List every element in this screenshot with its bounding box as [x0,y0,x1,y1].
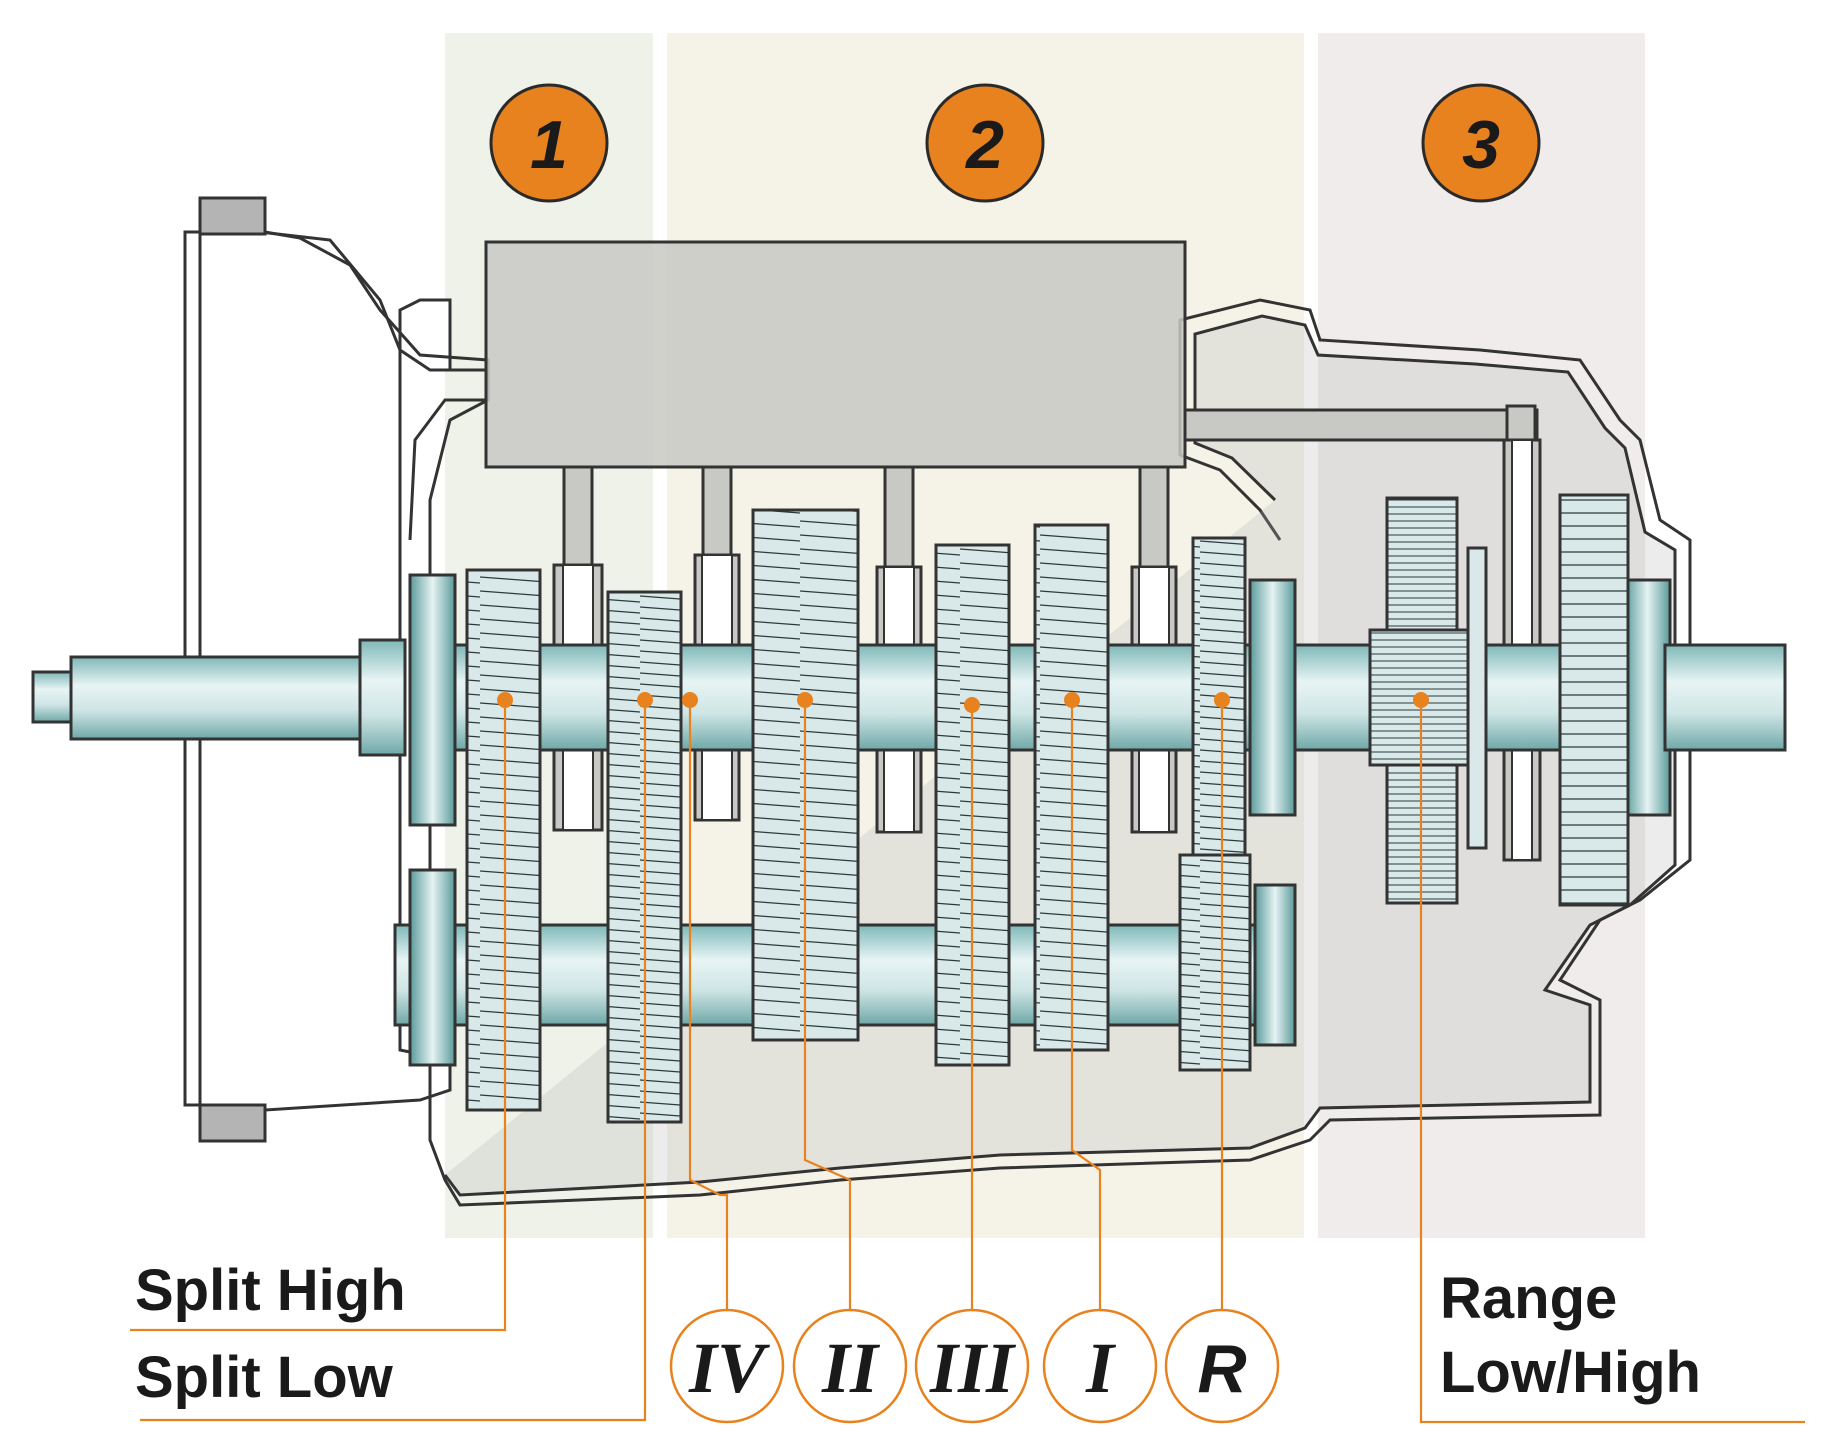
bearing-main-right [1248,578,1297,817]
label-split-high: Split High [135,1258,406,1323]
bearing-input [408,573,457,827]
label-split-low: Split Low [135,1345,394,1410]
gear-label-i: I [1042,1308,1158,1424]
label-range-line2: Low/High [1440,1340,1701,1405]
section-badge-2: 2 [925,83,1045,203]
gear-label-iv-text: IV [688,1328,770,1408]
gear-label-i-text: I [1085,1328,1117,1408]
gear-label-r: R [1164,1308,1280,1424]
gear-label-iii: III [914,1308,1030,1424]
gear-label-r-text: R [1197,1331,1246,1407]
bearing-output [1623,578,1672,817]
gear-split-high [465,568,542,1112]
section-badge-3: 3 [1421,83,1541,203]
section-number-3: 3 [1462,107,1500,183]
input-shaft [31,638,407,757]
bearing-counter-left [408,868,457,1067]
callout-dots [497,692,1429,713]
range-carrier-plate [1466,546,1488,850]
bearing-counter-right [1253,883,1297,1047]
gear-reverse-counter [1178,853,1252,1072]
section-number-2: 2 [964,107,1004,183]
section-number-1: 1 [530,107,568,183]
gear-label-iv: IV [669,1308,785,1424]
label-range-line1: Range [1440,1266,1617,1331]
shift-rail-housing [484,240,1187,469]
range-output-gear [1558,493,1630,907]
section-badge-1: 1 [489,83,609,203]
gear-label-ii-text: II [821,1328,881,1408]
range-shift-rail [1183,408,1539,442]
callout-lines [130,700,1805,1424]
range-shift-rail-end [1505,404,1537,442]
gear-label-iii-text: III [929,1328,1017,1408]
output-shaft [1663,643,1787,752]
gear-label-ii: II [792,1308,908,1424]
